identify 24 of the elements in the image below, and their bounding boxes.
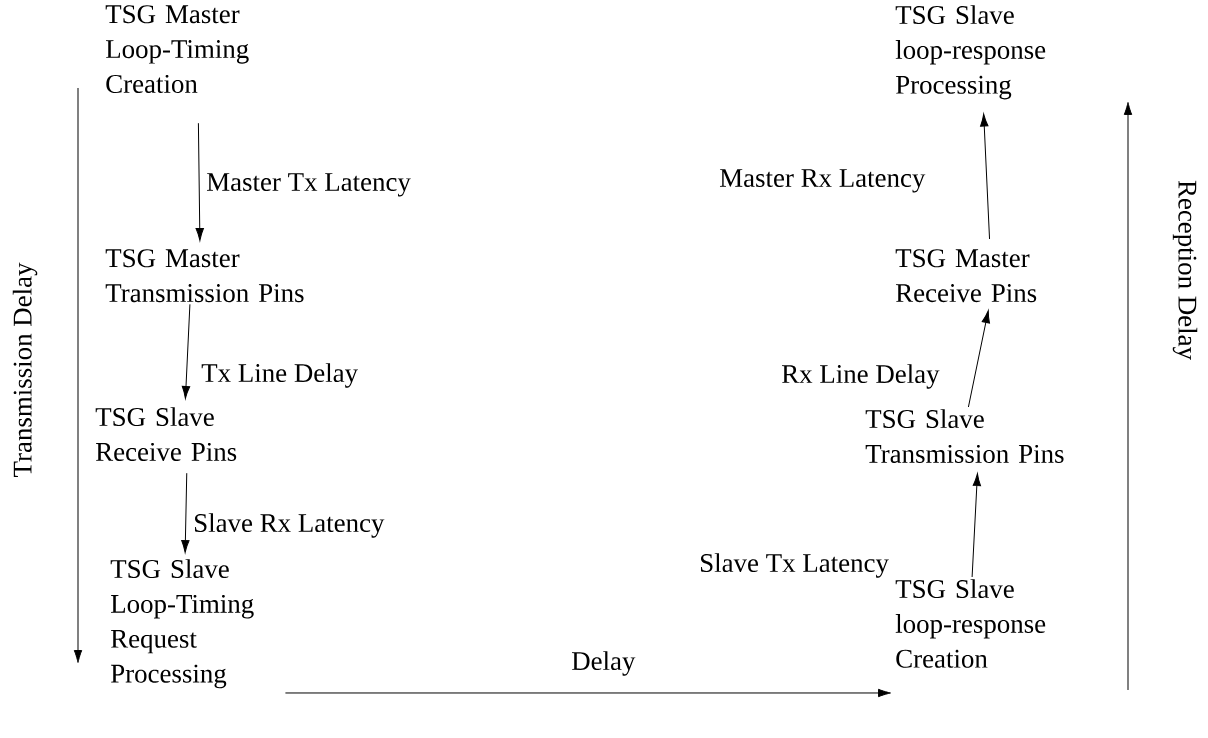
arrow: [980, 113, 991, 240]
edge-label: Master Tx Latency: [205, 172, 412, 198]
edge-label: Rx Line Delay: [780, 363, 941, 390]
arrow: [195, 122, 204, 241]
edge-label: Slave Tx Latency: [698, 552, 890, 579]
delay-label: Transmission Delay: [12, 262, 38, 477]
step-text: TSG Slave loop-response Creation: [895, 579, 1046, 668]
delay-label: Reception Delay: [1172, 180, 1198, 360]
arrow: [967, 310, 990, 408]
edge-label: Master Rx Latency: [718, 168, 927, 194]
arrow: [971, 473, 982, 578]
step-text: TSG Master Receive Pins: [895, 249, 1037, 303]
arrow: [181, 303, 191, 399]
step-text: TSG Slave Transmission Pins: [865, 409, 1064, 463]
step-text: TSG Slave loop-response Processing: [895, 5, 1046, 100]
edge-label: Delay: [570, 650, 637, 677]
edge-label: Tx Line Delay: [200, 362, 360, 389]
edge-label: Slave Rx Latency: [192, 512, 386, 539]
step-text: TSG Slave Receive Pins: [95, 407, 237, 461]
step-text: TSG Master Transmission Pins: [105, 249, 304, 303]
step-text: TSG Slave Loop-Timing Request Processing: [110, 559, 254, 689]
step-text: TSG Master Loop-Timing Creation: [105, 5, 249, 93]
arrow: [181, 472, 190, 553]
arrow: [284, 688, 891, 698]
